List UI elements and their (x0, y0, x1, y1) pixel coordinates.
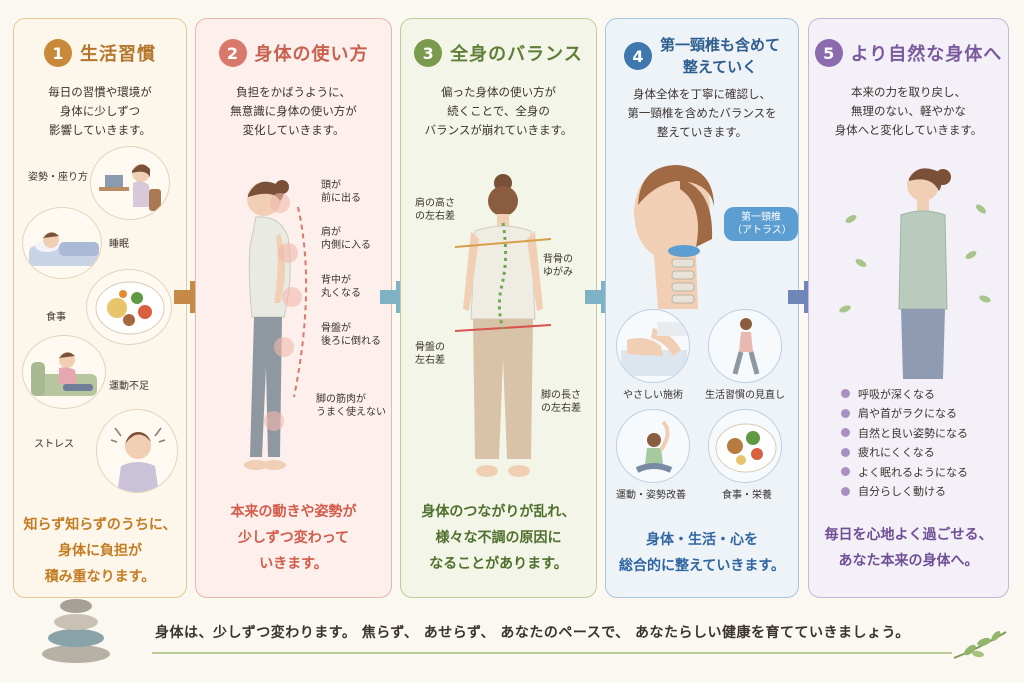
label-leg-muscles: 脚の筋肉が うまく使えない (316, 394, 386, 418)
step-3-panel: 3 全身のバランス 偏った身体の使い方が 続くことで、全身の バランスが崩れてい… (400, 18, 597, 598)
bullet-dot-icon (841, 408, 850, 418)
label-shoulder-height: 肩の高さ の左右差 (415, 198, 455, 222)
leaf-sprig-icon (953, 631, 1007, 659)
step-5-header: 5 より自然な身体へ (809, 35, 1008, 71)
list-item: 肩や首がラクになる (841, 404, 968, 424)
salad-plate-icon (715, 423, 777, 473)
person-at-desk-icon (99, 164, 161, 211)
treatment-illustration (616, 309, 690, 383)
list-item: よく眠れるようになる (841, 462, 968, 482)
atlas-badge: 第一頸椎 （アトラス） (724, 207, 798, 241)
back-view-figure-icon (454, 174, 552, 477)
label-shoulders-inward: 肩が 内側に入る (321, 227, 371, 251)
step-1-summary: 知らず知らずのうちに、 身体に負担が 積み重なります。 (23, 517, 177, 585)
hands-treatment-icon (621, 322, 687, 376)
step-description: 偏った身体の使い方が 続くことで、全身の バランスが崩れていきます。 (424, 85, 573, 137)
meal-plate-icon (95, 281, 165, 335)
step-title: より自然な身体へ (850, 44, 1003, 65)
step-description: 身体全体を丁寧に確認し、 第一頸椎を含めたバランスを 整えていきます。 (627, 87, 777, 139)
step-title: 全身のバランス (450, 44, 583, 65)
label-gentle-treatment: やさしい施術 (623, 390, 683, 401)
step-title: 身体の使い方 (254, 44, 369, 65)
label-posture: 姿勢・座り方 (28, 172, 88, 183)
inactivity-illustration (22, 335, 106, 409)
walking-person-icon (732, 318, 760, 375)
label-lifestyle-review: 生活習慣の見直し (705, 390, 785, 401)
step-number-badge: 4 (623, 42, 652, 70)
label-stress: ストレス (34, 439, 74, 450)
label-meal: 食事 (46, 312, 66, 323)
step-number-badge: 5 (814, 39, 843, 67)
list-item: 自然と良い姿勢になる (841, 423, 968, 443)
upright-posture-figure-icon (839, 168, 991, 379)
head-neck-atlas-icon (634, 165, 714, 309)
step-2-panel: 2 身体の使い方 負担をかばうように、 無意識に身体の使い方が 変化していきます… (195, 18, 392, 598)
footer-message: 身体は、少しずつ変わります。 焦らず、 あせらず、 あなたのペースで、 あなたら… (155, 625, 910, 641)
step-5-panel: 5 より自然な身体へ 本来の力を取り戻し、 無理のない、軽やかな 身体へと変化し… (808, 18, 1009, 598)
bullet-dot-icon (841, 467, 850, 477)
label-nutrition: 食事・栄養 (722, 490, 772, 501)
nutrition-illustration (708, 409, 782, 483)
stress-illustration (96, 409, 178, 493)
label-exercise: 運動・姿勢改善 (616, 490, 686, 501)
step-4-panel: 4 第一頸椎も含めて 整えていく 身体全体を丁寧に確認し、 第一頸椎を含めたバラ… (605, 18, 799, 598)
person-on-sofa-icon (31, 352, 97, 396)
stretching-person-icon (635, 420, 673, 473)
label-pelvis-difference: 骨盤の 左右差 (415, 342, 445, 366)
benefit-list: 呼吸が深くなる 肩や首がラクになる 自然と良い姿勢になる 疲れにくくなる よく眠… (841, 384, 968, 501)
label-inactivity: 運動不足 (109, 381, 149, 392)
step-number-badge: 3 (414, 39, 443, 67)
step-description: 負担をかばうように、 無意識に身体の使い方が 変化していきます。 (230, 85, 357, 137)
stressed-person-icon (110, 427, 166, 492)
step-2-header: 2 身体の使い方 (196, 35, 391, 71)
sleeping-person-icon (29, 232, 99, 266)
step-1-header: 1 生活習慣 (14, 35, 186, 71)
step-5-summary: 毎日を心地よく過ごせる、 あなた本来の身体へ。 (824, 527, 993, 569)
lifestyle-illustration (708, 309, 782, 383)
step-2-summary: 本来の動きや姿勢が 少しずつ変わって いきます。 (230, 504, 357, 572)
footer-divider (152, 652, 952, 654)
list-item: 呼吸が深くなる (841, 384, 968, 404)
meal-illustration (86, 269, 172, 345)
label-head-forward: 頭が 前に出る (321, 180, 361, 204)
step-3-summary: 身体のつながりが乱れ、 様々な不調の原因に なることがあります。 (421, 504, 576, 572)
step-4-header: 4 第一頸椎も含めて 整えていく (606, 33, 798, 79)
sitting-illustration (90, 146, 170, 220)
label-pelvis-tilted: 骨盤が 後ろに倒れる (321, 323, 381, 347)
step-number-badge: 2 (218, 39, 247, 67)
list-item: 自分らしく動ける (841, 482, 968, 502)
label-spine-curve: 背骨の ゆがみ (543, 254, 573, 278)
step-title: 生活習慣 (80, 44, 156, 65)
stacked-stones-icon (42, 599, 110, 663)
label-leg-length: 脚の長さ の左右差 (541, 390, 581, 414)
label-rounded-back: 背中が 丸くなる (321, 275, 361, 299)
list-item: 疲れにくくなる (841, 443, 968, 463)
label-sleep: 睡眠 (109, 239, 129, 250)
step-4-summary: 身体・生活・心を 総合的に整えていきます。 (619, 532, 785, 574)
bullet-dot-icon (841, 447, 850, 457)
step-description: 本来の力を取り戻し、 無理のない、軽やかな 身体へと変化していきます。 (834, 85, 983, 137)
step-description: 毎日の習慣や環境が 身体に少しずつ 影響していきます。 (48, 85, 152, 137)
step-title: 第一頸椎も含めて 整えていく (659, 36, 780, 76)
exercise-illustration (616, 409, 690, 483)
bullet-dot-icon (841, 486, 850, 496)
step-1-panel: 1 生活習慣 毎日の習慣や環境が 身体に少しずつ 影響していきます。 姿勢・座り… (13, 18, 187, 598)
step-3-header: 3 全身のバランス (401, 35, 596, 71)
bullet-dot-icon (841, 389, 850, 399)
bullet-dot-icon (841, 428, 850, 438)
slouched-posture-figure-icon (244, 180, 308, 470)
sleeping-illustration (22, 207, 102, 279)
step-number-badge: 1 (44, 39, 72, 67)
